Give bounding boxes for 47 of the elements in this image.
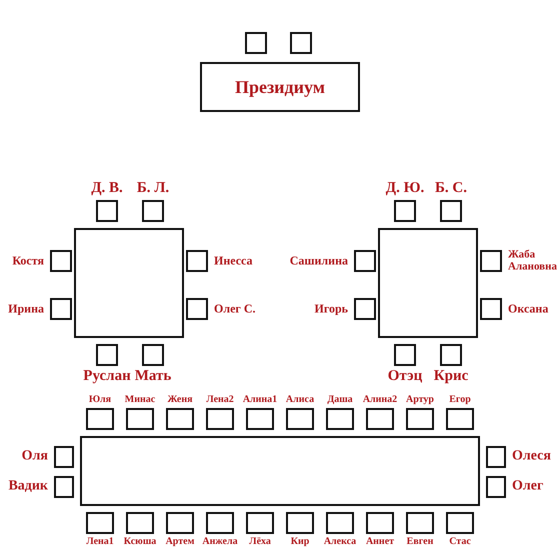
guest-name: Ксюша	[124, 537, 156, 548]
guest-name: Анжела	[202, 537, 238, 548]
guest-name: Б. С.	[435, 181, 467, 197]
guest-name: Алиса	[286, 394, 314, 405]
guest-name: Егор	[449, 394, 471, 405]
guest-name: Мать	[134, 369, 172, 385]
guest-name: Лёха	[249, 537, 271, 548]
guest-name: Лена2	[206, 394, 234, 405]
guest-name: Жаба Алановна	[508, 249, 558, 273]
chair	[245, 32, 267, 54]
chair	[290, 32, 312, 54]
guest-name: Руслан	[83, 369, 131, 385]
table	[74, 228, 184, 338]
guest-name: Стас	[449, 537, 471, 548]
guest-name: Д. Ю.	[386, 181, 424, 197]
guest-name: Женя	[168, 394, 192, 405]
guest-name: Алина2	[362, 394, 398, 405]
guest-name: Лена1	[86, 537, 114, 548]
table	[200, 62, 360, 112]
guest-name: Минас	[124, 394, 156, 405]
guest-name: Д. В.	[91, 181, 123, 197]
guest-name: Артур	[406, 394, 434, 405]
guest-name: Оля	[22, 450, 48, 464]
guest-name: Отэц	[388, 369, 422, 385]
guest-name: Аннет	[366, 537, 394, 548]
guest-name: Евген	[406, 537, 434, 548]
guest-name: Кир	[290, 537, 310, 548]
guest-name: Костя	[12, 254, 44, 268]
table-label: Президиум	[234, 76, 326, 98]
guest-name: Артем	[166, 537, 194, 548]
guest-name: Сашилина	[290, 254, 348, 268]
guest-name: Инесса	[214, 254, 253, 268]
guest-name: Оксана	[508, 302, 548, 316]
guest-name: Олег С.	[214, 302, 256, 316]
guest-name: Б. Л.	[136, 181, 170, 197]
guest-name: Игорь	[314, 302, 348, 316]
guest-name: Алекса	[324, 537, 356, 548]
table	[378, 228, 478, 338]
guest-name: Юля	[88, 394, 112, 405]
table	[80, 436, 480, 506]
guest-name: Ирина	[8, 302, 44, 316]
guest-name: Олеся	[512, 450, 551, 464]
guest-name: Даша	[327, 394, 353, 405]
guest-name: Вадик	[8, 480, 48, 494]
guest-name: Крис	[434, 369, 468, 385]
guest-name: Алина1	[242, 394, 278, 405]
guest-name: Олег	[512, 480, 544, 494]
